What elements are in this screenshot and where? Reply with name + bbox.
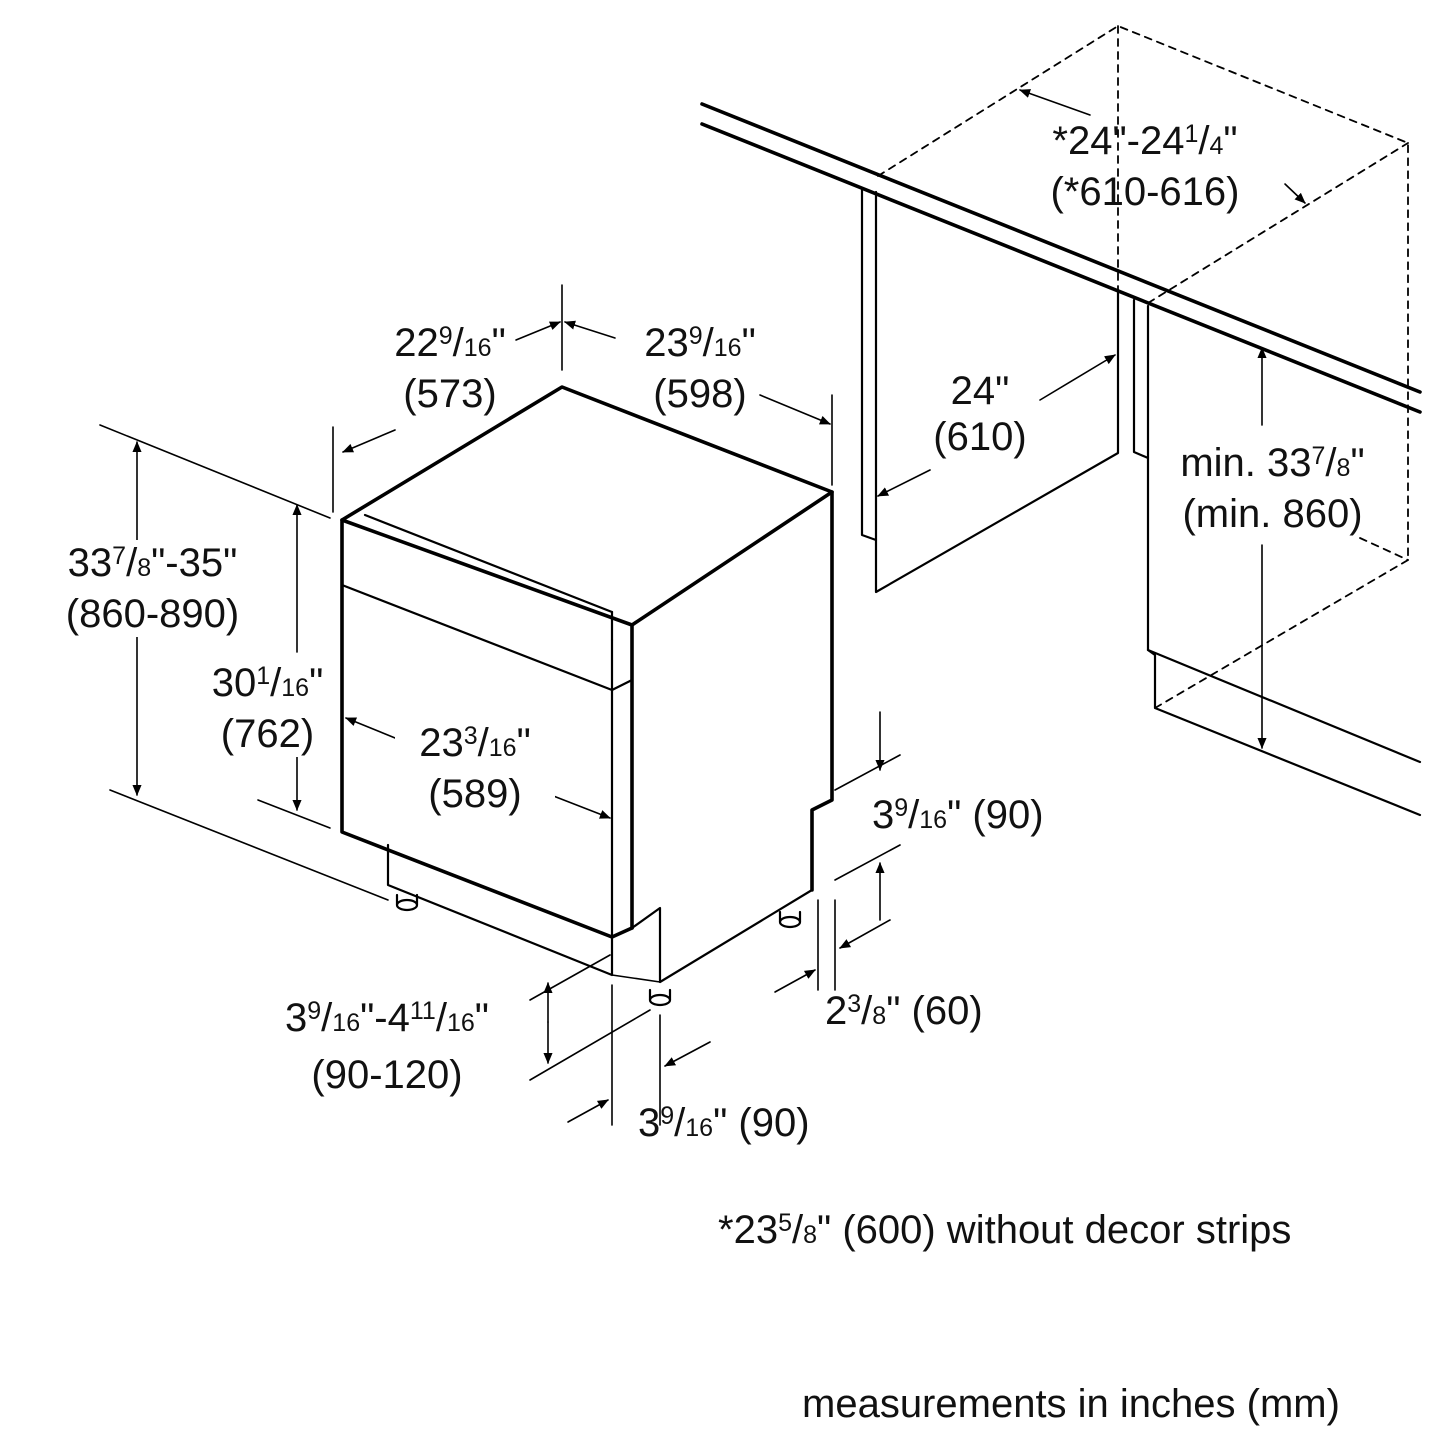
foot-height-label: 39/16"-411/16" (90-120) [285, 996, 489, 1097]
toe-kick-height-label: 39/16" (90) [872, 793, 1044, 837]
top-depth-label: 229/16" (573) [394, 321, 506, 416]
total-height-label: 337/8"-35" (860-890) [45, 540, 260, 637]
dishwasher-body [340, 385, 834, 1007]
body-height-label: 301/16" (762) [195, 660, 340, 757]
cabinet-depth-label: 24" (610) [933, 369, 1027, 459]
units-note: measurements in inches (mm) [802, 1382, 1340, 1426]
toe-kick-depth-front-label: 39/16" (90) [638, 1101, 810, 1145]
cutout-width-label: *24"-241/4" (*610-616) [1050, 119, 1240, 214]
top-width-label: 239/16" (598) [644, 321, 756, 416]
min-height-label: min. 337/8" (min. 860) [1160, 440, 1385, 537]
leveling-feet [395, 893, 802, 1007]
dishwasher-front-face [340, 518, 634, 939]
cutout-width-arrow [1019, 89, 1091, 116]
decor-strips-footnote: *235/8" (600) without decor strips [718, 1208, 1292, 1252]
dishwasher-side-face [810, 490, 834, 892]
toe-kick-depth-side-label: 23/8" (60) [825, 989, 983, 1033]
front-width-label: 233/16" (589) [395, 720, 555, 817]
cabinet-opening [700, 25, 1422, 817]
countertop-edge [700, 102, 1422, 394]
dimension-lines [99, 89, 1306, 1126]
dishwasher-top-face [340, 385, 834, 627]
